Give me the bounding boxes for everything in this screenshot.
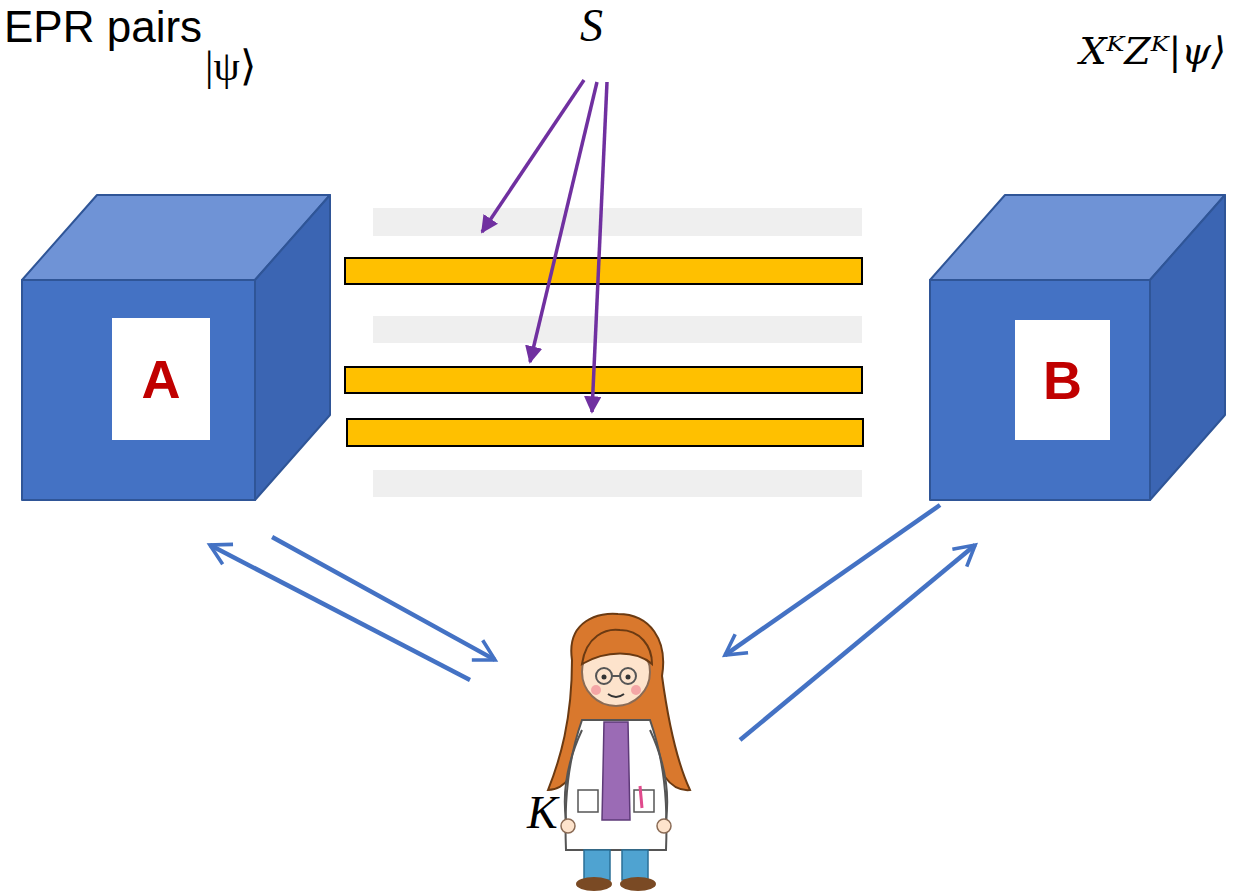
cube-front [930, 280, 1150, 500]
epr-bands [345, 208, 863, 497]
message-arrow [210, 545, 470, 680]
cube-side [255, 195, 330, 500]
state-label: XᴷZᴷ|ψ⟩ [1079, 30, 1226, 74]
message-arrow [740, 545, 975, 740]
scientist-figure [548, 614, 690, 891]
party-name: A [142, 352, 181, 406]
name-plate: B [1015, 320, 1110, 440]
party-box: A [22, 195, 330, 500]
empty-band [373, 208, 862, 236]
cube-side [1150, 195, 1225, 500]
selection-arrow [482, 80, 584, 232]
referee-name: K [527, 788, 558, 839]
party-name: B [1043, 353, 1082, 407]
epr-pair-band [345, 367, 862, 393]
epr-pair-band [345, 258, 862, 284]
set-label: S [580, 0, 603, 53]
empty-band [373, 470, 862, 497]
state-label: |ψ⟩ [205, 42, 256, 90]
message-arrow [725, 505, 940, 655]
referee-figure: K [515, 640, 705, 895]
message-arrow [272, 537, 495, 660]
epr-pair-band [347, 419, 863, 446]
selection-arrows [482, 80, 607, 412]
cube-front [22, 280, 255, 500]
selection-arrow [530, 82, 597, 362]
party-box: B [930, 195, 1225, 500]
title-label: EPR pairs [4, 2, 202, 53]
selection-arrow [592, 82, 607, 412]
name-plate: A [112, 318, 210, 440]
empty-band [373, 316, 862, 343]
